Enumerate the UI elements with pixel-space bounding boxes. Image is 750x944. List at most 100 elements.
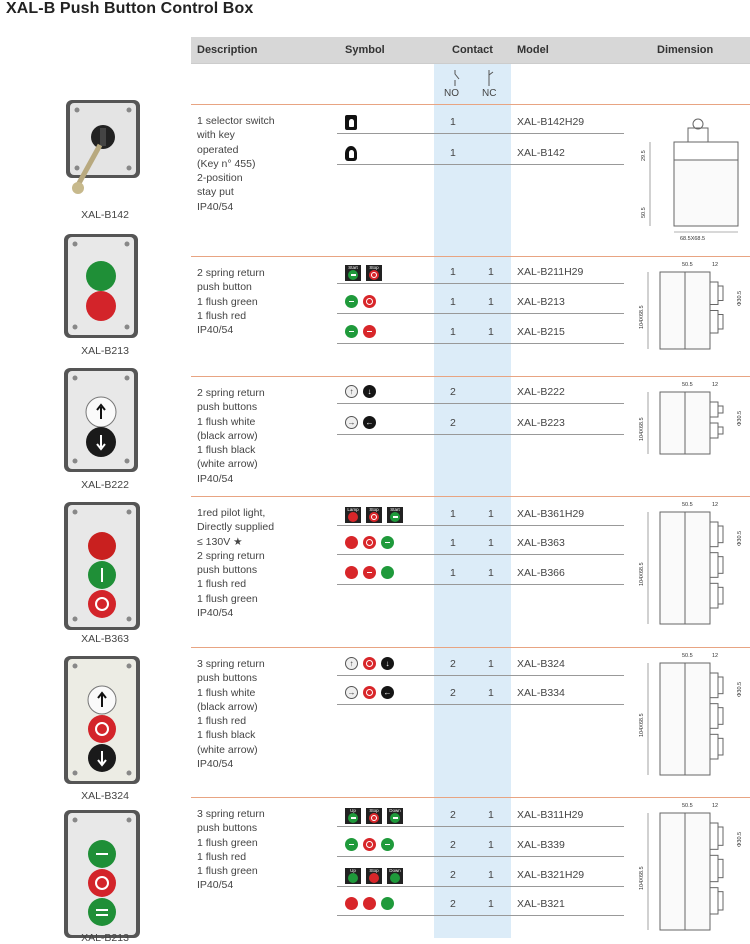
button-symbol	[363, 566, 376, 579]
button-symbol	[363, 897, 376, 910]
product-photo-xal-b213	[64, 234, 138, 338]
contact-no: 1	[450, 147, 456, 159]
dimension-label: 12	[712, 653, 719, 659]
row-divider	[337, 403, 624, 404]
section-divider	[191, 104, 750, 105]
contact-nc: 1	[488, 567, 494, 579]
product-photo-xal-b363	[64, 502, 140, 630]
product-description: 1 selector switch with key operated (Key…	[197, 115, 275, 213]
row-divider	[337, 343, 624, 344]
button-symbol	[363, 657, 376, 670]
contact-no: 1	[450, 537, 456, 549]
product-description: 2 spring return push buttons 1 flush whi…	[197, 387, 265, 485]
dimension-label: 104X68.5	[639, 713, 645, 737]
labelled-button-symbol: Stop	[366, 808, 382, 824]
labelled-button-symbol: Up	[345, 868, 361, 884]
symbol-group	[345, 325, 376, 338]
contact-nc: 1	[488, 266, 494, 278]
model-number: XAL-B222	[517, 386, 565, 398]
dimension-label: 29.5	[641, 150, 647, 161]
row-divider	[337, 584, 624, 585]
labelled-button-symbol: Start	[387, 507, 403, 523]
dimension-label: 50.5	[682, 502, 693, 508]
dimension-label: 50.5	[641, 207, 647, 218]
dimension-drawing	[647, 271, 724, 350]
product-caption: XAL-B324	[81, 790, 129, 802]
product-description: 2 spring return push button 1 flush gree…	[197, 267, 265, 337]
row-divider	[337, 704, 624, 705]
button-symbol	[363, 295, 376, 308]
dimension-label: Φ30.5	[737, 530, 743, 546]
dimension-label: 50.5	[682, 262, 693, 268]
dimension-label: 68.5X68.5	[680, 236, 706, 242]
model-number: XAL-B223	[517, 417, 565, 429]
contact-no: 1	[450, 116, 456, 128]
dimension-drawing	[649, 118, 739, 233]
contact-nc: 1	[488, 296, 494, 308]
model-number: XAL-B363	[517, 537, 565, 549]
header-contact: Contact	[452, 44, 493, 56]
header-description: Description	[197, 44, 258, 56]
model-number: XAL-B142H29	[517, 116, 585, 128]
model-number: XAL-B366	[517, 567, 565, 579]
product-photo-xal-b222	[64, 368, 138, 472]
model-number: XAL-B215	[517, 326, 565, 338]
symbol-group: ↑↓	[345, 657, 394, 670]
model-number: XAL-B334	[517, 687, 565, 699]
symbol-group	[345, 536, 394, 549]
model-number: XAL-B142	[517, 147, 565, 159]
model-number: XAL-B339	[517, 839, 565, 851]
contact-no: 1	[450, 266, 456, 278]
model-number: XAL-B321H29	[517, 869, 585, 881]
section-divider	[191, 496, 750, 497]
button-symbol	[345, 566, 358, 579]
model-number: XAL-B324	[517, 658, 565, 670]
product-description: 1red pilot light, Directly supplied ≤ 13…	[197, 507, 275, 620]
contact-nc: 1	[488, 687, 494, 699]
section-divider	[191, 376, 750, 377]
model-number: XAL-B213	[517, 296, 565, 308]
dimension-label: 104X68.5	[639, 304, 645, 329]
product-photo-xal-b324	[64, 656, 140, 784]
button-symbol	[345, 325, 358, 338]
row-divider	[337, 434, 624, 435]
symbol-group	[345, 566, 394, 579]
contact-no: 1	[450, 567, 456, 579]
labelled-button-symbol: Stop	[366, 265, 382, 281]
key-selector-icon	[345, 146, 357, 161]
row-divider	[337, 886, 624, 887]
button-symbol	[363, 838, 376, 851]
product-description: 3 spring return push buttons 1 flush gre…	[197, 808, 265, 892]
dimension-drawing	[647, 391, 724, 455]
button-symbol	[381, 536, 394, 549]
button-symbol	[363, 686, 376, 699]
button-symbol: ←	[363, 416, 376, 429]
symbol-group: →←	[345, 686, 394, 699]
contact-no: 2	[450, 658, 456, 670]
product-photo-xal-b311	[64, 810, 140, 938]
row-divider	[337, 525, 624, 526]
contact-nc: 1	[488, 326, 494, 338]
contact-no: 1	[450, 508, 456, 520]
contact-column-band	[434, 37, 511, 938]
contact-no: 2	[450, 687, 456, 699]
header-model: Model	[517, 44, 549, 56]
row-divider	[337, 164, 624, 165]
product-caption: XAL-B363	[81, 633, 129, 645]
row-divider	[337, 826, 624, 827]
labelled-button-symbol: Stop	[366, 507, 382, 523]
button-symbol	[363, 325, 376, 338]
button-symbol	[381, 897, 394, 910]
button-symbol: →	[345, 686, 358, 699]
row-divider	[337, 313, 624, 314]
labelled-button-symbol: Stop	[366, 868, 382, 884]
labelled-button-symbol: Start	[345, 265, 361, 281]
model-number: XAL-B211H29	[517, 266, 584, 278]
table-header	[191, 37, 750, 63]
symbol-group: ↑↓	[345, 385, 376, 398]
dimension-label: 104X68.5	[639, 562, 645, 586]
product-description: 3 spring return push buttons 1 flush whi…	[197, 658, 265, 771]
button-symbol	[381, 838, 394, 851]
button-symbol	[345, 536, 358, 549]
contact-nc: 1	[488, 809, 494, 821]
